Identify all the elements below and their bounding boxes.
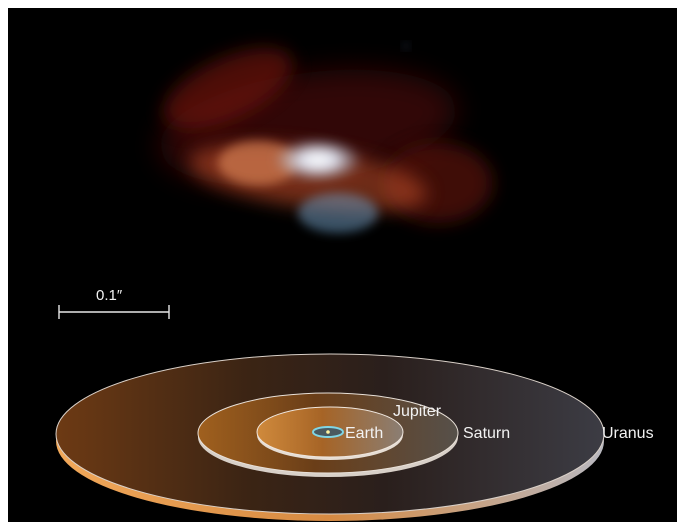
- sun-dot: [326, 430, 330, 434]
- faint-star: [403, 43, 409, 49]
- scale-bar: [58, 305, 170, 319]
- saturn-label: Saturn: [463, 425, 511, 442]
- earth-label: Earth: [345, 425, 384, 442]
- scale-bar-label: 0.1″: [96, 287, 123, 304]
- earth-orbit: [312, 426, 344, 438]
- nebula-upper-lobe: [163, 47, 293, 129]
- nebula-blue-haze: [298, 193, 378, 233]
- nebula: [159, 43, 493, 233]
- uranus-label: Uranus: [602, 425, 654, 442]
- nebula-core: [273, 138, 363, 182]
- astronomical-image: 0.1″ Jupiter Saturn Uranus Earth: [8, 8, 677, 522]
- image-canvas: [55, 43, 605, 521]
- jupiter-label: Jupiter: [393, 403, 442, 420]
